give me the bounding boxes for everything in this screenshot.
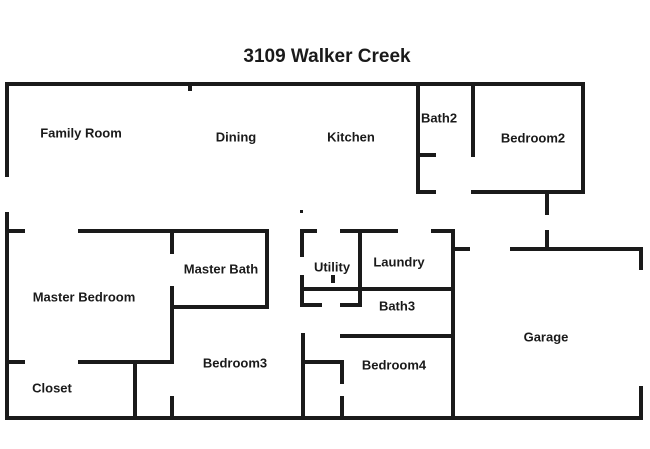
wall-utility-laundry-divider [358,229,362,307]
wall-bath2-bedroom2-divider [471,82,475,157]
wall-utility-left-upper [300,229,304,257]
wall-laundry-bottom [300,287,455,291]
wall-masterbath-left-lower [170,286,174,362]
wall-garage-left-long [451,229,455,420]
wall-bedroom3-right [301,333,305,420]
room-label-bedroom3: Bedroom3 [202,355,268,371]
wall-bath2-jamb-lower [416,190,436,194]
wall-top-outer [5,82,585,86]
wall-bedroom2-door-stub [545,190,549,215]
wall-divider-utility-stub [300,229,317,233]
door-tick-dining [188,84,192,91]
wall-bath3-bottom [340,334,455,338]
wall-bath2-jamb-upper [416,153,436,157]
door-tick-utility [331,275,335,283]
room-label-garage: Garage [523,329,569,345]
wall-bedroom4-vestibule-top [301,360,342,364]
room-label-utility: Utility [313,259,351,275]
wall-divider-left-stub [5,229,25,233]
room-label-kitchen: Kitchen [327,129,375,145]
room-label-dining: Dining [215,129,257,145]
room-label-closet: Closet [32,380,72,396]
wall-bath3-door-jamb-left [300,303,322,307]
room-label-bath3: Bath3 [378,298,416,314]
room-label-bedroom2: Bedroom2 [500,130,566,146]
mark-dot-hallway [300,210,303,213]
wall-bedroom3-door-stub [170,396,174,420]
wall-bedroom4-left-lower [340,396,344,420]
wall-bedroom2-bottom [471,190,585,194]
wall-masterbath-right [265,229,269,309]
wall-passage-door-stub [545,230,549,251]
room-label-family-room: Family Room [40,125,122,141]
wall-laundry-top [340,229,398,233]
room-label-master-bedroom: Master Bedroom [32,289,136,305]
room-label-bath2: Bath2 [420,110,458,126]
wall-closet-top-stub [5,360,25,364]
wall-garage-top [510,247,643,251]
wall-closet-right [133,360,137,420]
wall-masterbedroom-bottom [78,360,174,364]
wall-garage-right-lower [639,386,643,420]
wall-left-outer-lower [5,212,9,420]
room-label-bedroom4: Bedroom4 [361,357,427,373]
wall-garage-top-left-stub [451,247,470,251]
wall-bedroom4-left-upper [340,360,344,384]
wall-laundry-top-right-stub [431,229,455,233]
room-label-laundry: Laundry [373,254,425,270]
wall-bath3-door-jamb-right [340,303,362,307]
page-title: 3109 Walker Creek [243,46,411,67]
room-label-master-bath: Master Bath [183,261,259,277]
wall-masterbath-bottom [170,305,269,309]
wall-garage-right-upper [639,247,643,270]
wall-right-outer-upper [581,82,585,194]
wall-left-outer-upper [5,82,9,177]
wall-utility-left-lower [300,275,304,307]
wall-masterbath-left-upper [170,229,174,254]
wall-bottom-outer [5,416,643,420]
wall-bath2-left [416,82,420,194]
